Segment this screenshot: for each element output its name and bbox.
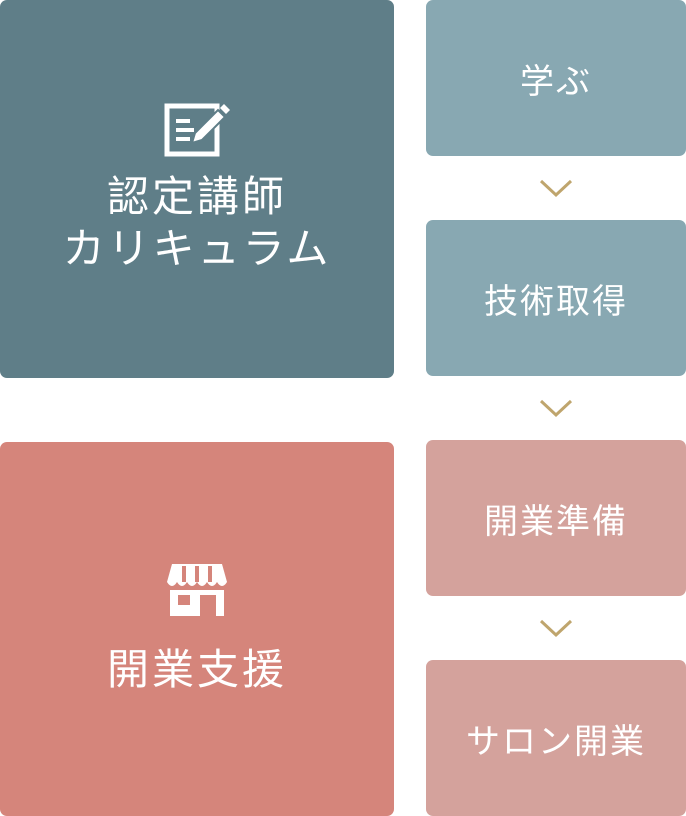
support-panel: 開業支援 xyxy=(0,442,394,816)
step-label: サロン開業 xyxy=(466,721,646,762)
step-label: 学ぶ xyxy=(520,61,592,102)
curriculum-panel: 認定講師 カリキュラム xyxy=(0,0,394,378)
step-label: 技術取得 xyxy=(484,281,628,322)
curriculum-title: 認定講師 カリキュラム xyxy=(62,172,332,273)
edit-note-icon xyxy=(164,103,230,163)
storefront-icon xyxy=(166,562,228,622)
support-title: 開業支援 xyxy=(106,645,287,694)
chevron-down-icon xyxy=(538,177,574,199)
step-salon-opening: サロン開業 xyxy=(426,660,686,816)
chevron-down-icon xyxy=(538,397,574,419)
step-label: 開業準備 xyxy=(484,501,628,542)
step-opening-preparation: 開業準備 xyxy=(426,440,686,596)
step-skill-acquisition: 技術取得 xyxy=(426,220,686,376)
chevron-down-icon xyxy=(538,617,574,639)
step-learn: 学ぶ xyxy=(426,0,686,156)
